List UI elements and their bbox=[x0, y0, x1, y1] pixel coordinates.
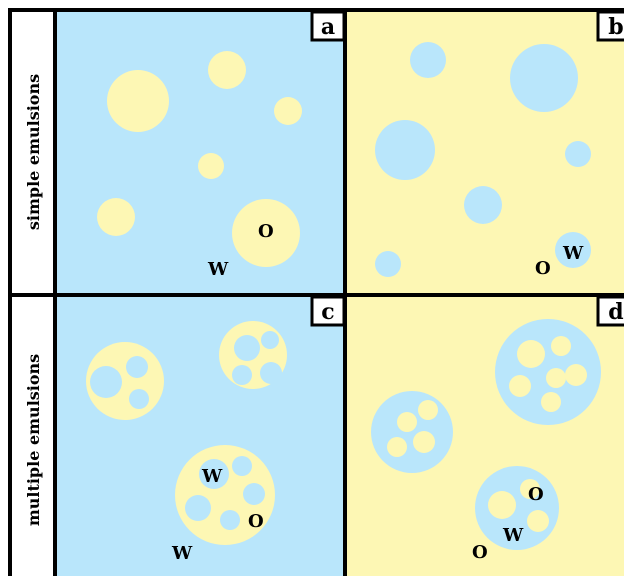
phase-label-water: W bbox=[207, 259, 229, 280]
droplet bbox=[97, 198, 135, 236]
inner-droplet bbox=[488, 491, 516, 519]
inner-droplet bbox=[185, 495, 211, 521]
inner-droplet bbox=[126, 356, 148, 378]
phase-label-oil: O bbox=[248, 511, 264, 532]
inner-droplet bbox=[520, 479, 540, 499]
panel-letter-c: c bbox=[310, 295, 346, 327]
droplet bbox=[565, 141, 591, 167]
inner-droplet bbox=[232, 456, 252, 476]
inner-droplet bbox=[220, 510, 240, 530]
panel-c-droplets bbox=[86, 321, 287, 545]
inner-droplet bbox=[541, 392, 561, 412]
svg-text:a: a bbox=[321, 14, 335, 40]
droplet bbox=[274, 97, 302, 125]
svg-text:c: c bbox=[321, 299, 334, 325]
svg-text:d: d bbox=[608, 299, 623, 325]
inner-droplet bbox=[509, 375, 531, 397]
phase-label-oil: O bbox=[535, 258, 551, 279]
inner-droplet bbox=[199, 459, 229, 489]
inner-droplet bbox=[527, 510, 549, 532]
droplet bbox=[510, 44, 578, 112]
inner-droplet bbox=[397, 412, 417, 432]
inner-droplet bbox=[90, 366, 122, 398]
panel-a-background bbox=[55, 10, 345, 295]
droplet bbox=[198, 153, 224, 179]
inner-droplet bbox=[261, 331, 279, 349]
droplet bbox=[208, 51, 246, 89]
phase-label-water: W bbox=[201, 466, 223, 487]
inner-droplet bbox=[387, 437, 407, 457]
phase-label-oil: O bbox=[258, 221, 274, 242]
phase-label-water: W bbox=[171, 543, 193, 564]
droplet bbox=[375, 251, 401, 277]
droplet bbox=[464, 186, 502, 224]
panel-borders bbox=[8, 8, 624, 576]
phase-label-water: W bbox=[502, 525, 524, 546]
inner-droplet bbox=[260, 362, 282, 384]
inner-droplet bbox=[243, 483, 265, 505]
phase-label-oil: O bbox=[472, 542, 488, 563]
droplet bbox=[555, 232, 591, 268]
row-label-strip-simple bbox=[8, 8, 57, 297]
row-label-simple-emulsions: simple emulsions bbox=[24, 74, 43, 230]
panel-letter-d: d bbox=[596, 295, 624, 327]
panel-d-droplets bbox=[371, 319, 601, 550]
phase-label-water: W bbox=[562, 243, 584, 264]
inner-droplet bbox=[234, 335, 260, 361]
inner-droplet bbox=[551, 336, 571, 356]
inner-droplet bbox=[565, 364, 587, 386]
panel-a-droplets bbox=[97, 51, 302, 267]
svg-text:b: b bbox=[608, 14, 623, 40]
panel-b-droplets bbox=[375, 42, 591, 277]
inner-droplet bbox=[546, 368, 566, 388]
droplet bbox=[107, 70, 169, 132]
outer-droplet bbox=[371, 391, 453, 473]
droplet bbox=[375, 120, 435, 180]
droplet bbox=[410, 42, 446, 78]
inner-droplet bbox=[413, 431, 435, 453]
phase-label-oil: O bbox=[528, 484, 544, 505]
inner-droplet bbox=[232, 365, 252, 385]
inner-droplet bbox=[517, 340, 545, 368]
panel-letter-a: a bbox=[310, 10, 346, 42]
droplet bbox=[232, 199, 300, 267]
inner-droplet bbox=[129, 389, 149, 409]
row-label-multiple-emulsions: multiple emulsions bbox=[24, 354, 43, 526]
inner-droplet bbox=[418, 400, 438, 420]
panel-letter-b: b bbox=[596, 10, 624, 42]
